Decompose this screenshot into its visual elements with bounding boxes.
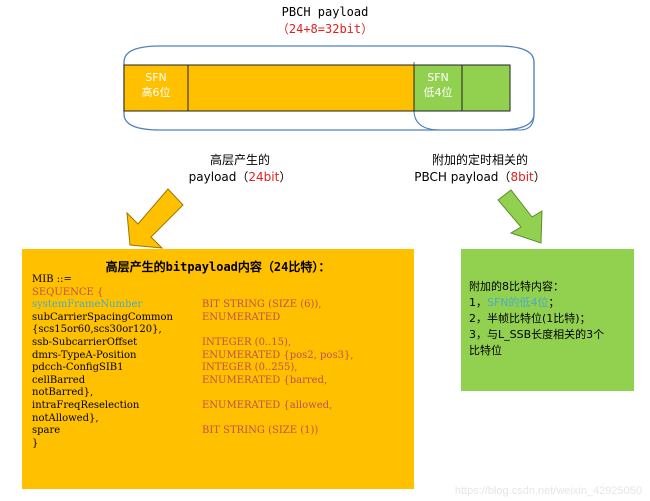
mib-field-name: {scs15or60,scs30or120}, xyxy=(32,324,162,336)
hl-post: ） xyxy=(279,170,292,184)
mib-field-type: ENUMERATED {barred, xyxy=(202,374,328,386)
size-open: （ xyxy=(276,22,289,36)
timing-label: 附加的定时相关的 PBCH payload（8bit） xyxy=(395,152,565,186)
size-close: ） xyxy=(361,22,374,36)
mib-field-name: cellBarred xyxy=(32,374,86,386)
pbch-payload-size: （24+8=32bit） xyxy=(0,21,650,38)
watermark: https://blog.csdn.net/weixin_42925050 xyxy=(454,485,642,497)
size-value: 24+8=32bit xyxy=(288,22,362,36)
mib-field-name: intraFreqReselection xyxy=(32,399,140,411)
sfn-high-line1: SFN xyxy=(145,71,167,84)
extra-line4: 3，与L_SSB长度相关的3个 xyxy=(469,328,605,341)
green-arrow xyxy=(497,189,543,244)
hl-value: 24bit xyxy=(248,170,280,184)
tl-pre: PBCH payload（ xyxy=(414,170,511,184)
mib-field-name: spare xyxy=(32,425,61,437)
mib-field-type: INTEGER (0..255), xyxy=(202,362,298,374)
mib-field-name: notBarred}, xyxy=(32,387,94,399)
higher-layer-line1: 高层产生的 xyxy=(209,153,270,167)
mib-field-name: } xyxy=(32,437,39,449)
extra-line2-pre: 1， xyxy=(469,296,487,309)
mib-field-type: INTEGER (0..15), xyxy=(202,336,292,348)
extra-line5: 比特位 xyxy=(469,344,502,357)
extra-line2-post: ； xyxy=(548,296,560,309)
extra-bits-cell xyxy=(461,64,511,112)
mib-field-name: subCarrierSpacingCommon xyxy=(32,311,173,323)
extra-line2: 1，SFN的低4位； xyxy=(469,295,604,311)
hl-pre: payload（ xyxy=(188,170,249,184)
mib-field-type: ENUMERATED {pos2, pos3}, xyxy=(202,349,354,361)
extra-line1: 附加的8比特内容： xyxy=(469,280,564,293)
mib-field-name: pdcch-ConfigSIB1 xyxy=(32,362,124,374)
mib-box-title: 高层产生的bitpayload内容（24比特）： xyxy=(105,260,331,274)
mib-field-type: BIT STRING (SIZE (6)), xyxy=(202,299,322,311)
mib-field-name: MIB ::= xyxy=(32,274,72,285)
sfn-low-cell xyxy=(413,64,463,112)
timing-line1: 附加的定时相关的 xyxy=(431,153,528,167)
sfn-low-label: SFN 低4位 xyxy=(414,70,462,100)
pbch-payload-title: PBCH payload xyxy=(281,5,369,19)
timing-outline xyxy=(413,62,535,131)
mib-field-name: ssb-SubcarrierOffset xyxy=(32,336,138,348)
mib-field-name: dmrs-TypeA-Position xyxy=(32,349,137,361)
extra-line3: 2，半帧比特位(1比特)； xyxy=(469,312,591,325)
extra-bits-text: 附加的8比特内容： 1，SFN的低4位； 2，半帧比特位(1比特)； 3，与L_… xyxy=(469,279,604,359)
mib-content-box: 高层产生的bitpayload内容（24比特）： MIB ::=SEQUENCE… xyxy=(22,249,414,489)
top-title: PBCH payload （24+8=32bit） xyxy=(0,4,650,38)
sfn-high-label: SFN 高6位 xyxy=(124,70,188,100)
tl-value: 8bit xyxy=(510,170,534,184)
extra-line2-value: SFN的低4位 xyxy=(487,296,549,309)
mib-field-type: ENUMERATED {allowed, xyxy=(202,399,333,411)
mib-field-name: systemFrameNumber xyxy=(32,299,143,311)
mib-field-type: BIT STRING (SIZE (1)) xyxy=(202,425,319,437)
mib-field-type: ENUMERATED xyxy=(202,311,281,323)
higher-layer-payload-cell xyxy=(187,64,415,112)
mib-field-name: SEQUENCE { xyxy=(32,286,104,298)
sfn-low-line1: SFN xyxy=(427,71,449,84)
timing-line2: PBCH payload（8bit） xyxy=(395,169,565,186)
sfn-high-cell xyxy=(123,64,189,112)
mib-field-name: notAllowed}, xyxy=(32,412,99,424)
orange-arrow xyxy=(126,188,184,249)
higher-layer-label: 高层产生的 payload（24bit） xyxy=(170,152,310,186)
sfn-high-line2: 高6位 xyxy=(141,86,171,99)
extra-bits-box: 附加的8比特内容： 1，SFN的低4位； 2，半帧比特位(1比特)； 3，与L_… xyxy=(461,249,634,391)
higher-layer-line2: payload（24bit） xyxy=(170,169,310,186)
sfn-low-line2: 低4位 xyxy=(423,86,453,99)
tl-post: ） xyxy=(533,170,546,184)
